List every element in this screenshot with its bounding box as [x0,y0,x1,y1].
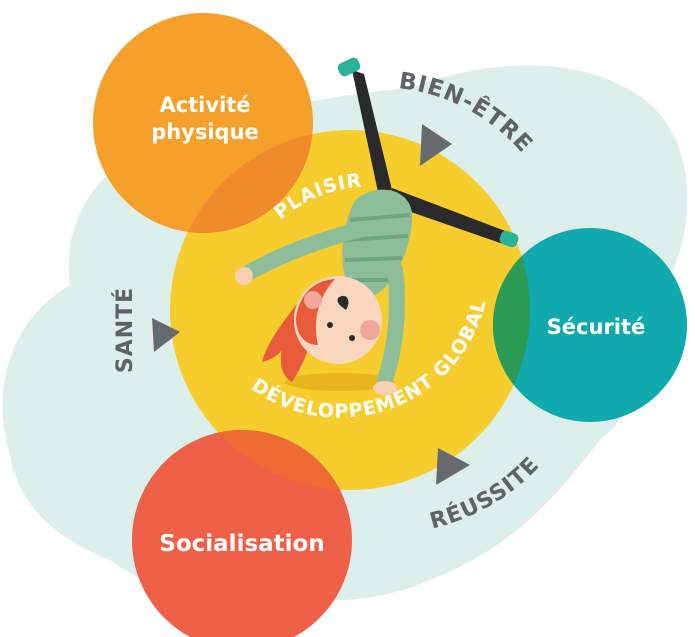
activite-physique-label-line1: Activité [159,93,250,117]
child-eye-right [349,335,355,341]
child-left-shoe [337,57,361,77]
child-right-shoe [499,230,519,248]
sante-label: SANTÉ [112,287,138,373]
arrow-reussite [436,448,470,485]
child-left-arm [242,222,366,280]
securite-label: Sécurité [547,315,646,339]
socialisation-label: Socialisation [159,531,324,557]
child-cheek-right [360,320,380,340]
child-right-leg [388,188,508,244]
overlap-orange [170,130,313,233]
securite-circle [493,228,687,422]
child-cheek-left [304,291,322,309]
child-eye-left [327,322,333,328]
child-right-arm [377,262,405,388]
child-left-hand [235,267,253,285]
arrow-sante [152,318,180,352]
ground-shadow [285,373,395,391]
child-mouth [337,295,349,310]
arrow-bien-etre [420,124,452,166]
activite-physique-label-line2: physique [151,120,259,144]
torso-stripes [344,213,411,282]
child-left-leg [352,70,392,192]
child-cartwheel-illustration [235,57,519,395]
child-right-hand [373,381,397,395]
